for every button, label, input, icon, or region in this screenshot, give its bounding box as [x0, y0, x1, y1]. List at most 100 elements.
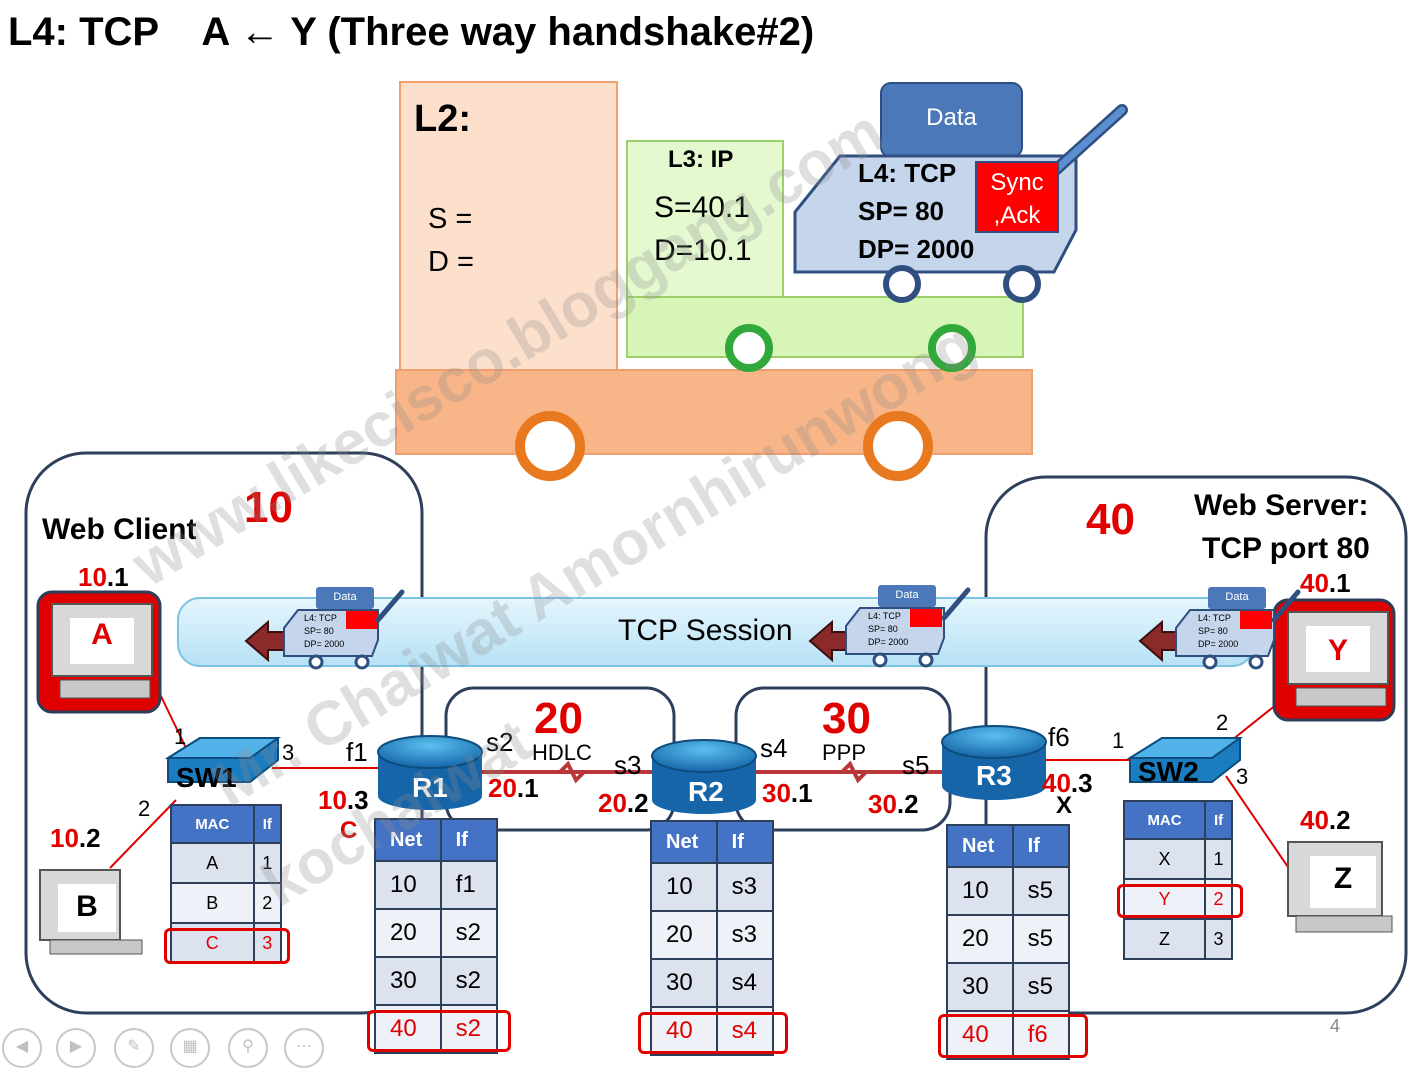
- if-cell: f1: [439, 860, 499, 910]
- r3-s5-address: 30.2: [868, 789, 919, 820]
- mini-l4: L4: TCP: [1198, 613, 1231, 623]
- host-y-name: Y: [1327, 634, 1348, 667]
- if-cell: 1: [252, 842, 283, 884]
- link-sw2-z: [1225, 775, 1291, 871]
- sw2-label: SW2: [1138, 756, 1199, 787]
- zoom-icon[interactable]: ⚲: [228, 1028, 268, 1068]
- mac-cell: Z: [1122, 918, 1207, 960]
- sw1-label: SW1: [176, 762, 237, 793]
- syn-ack-flag-text: Sync ,Ack: [976, 166, 1058, 232]
- if-header: If: [715, 820, 775, 864]
- mac-header: MAC: [1122, 800, 1207, 840]
- net-header: Net: [374, 818, 442, 862]
- net-header: Net: [650, 820, 718, 864]
- host-y-net: 40: [1300, 568, 1329, 598]
- cart-handle-icon: [1046, 106, 1126, 179]
- mini-data-label: Data: [895, 589, 919, 601]
- l4-wheel-icon: [883, 265, 921, 303]
- net-header: Net: [946, 824, 1014, 868]
- l2-frame-box: [399, 81, 618, 373]
- if-cell: s5: [1011, 866, 1071, 916]
- host-y-address: 40.1: [1300, 568, 1351, 599]
- more-icon[interactable]: ⋯: [284, 1028, 324, 1068]
- host-b-host: .2: [78, 823, 101, 853]
- sw2-port-2: 2: [1216, 710, 1229, 735]
- mini-data-label: Data: [1225, 591, 1249, 603]
- mac-cell: A: [170, 842, 255, 884]
- mini-dp: DP= 2000: [868, 637, 909, 647]
- flag-line-2: ,Ack: [993, 202, 1041, 229]
- syn-ack-flag: [975, 161, 1059, 233]
- mini-sp: SP= 80: [1198, 626, 1228, 636]
- if-cell: s5: [1011, 914, 1071, 964]
- r2-port-s4: s4: [760, 733, 788, 763]
- cart-wheel-icon: [928, 324, 976, 372]
- net-cell: 10: [946, 866, 1014, 916]
- sw1-highlight: [164, 928, 290, 964]
- l4-source-port: SP= 80: [858, 196, 945, 226]
- l3-label: L3: IP: [668, 146, 734, 173]
- network-30-label: 30: [822, 694, 871, 743]
- network-20-label: 20: [534, 694, 583, 743]
- web-server-port-label: TCP port 80: [1202, 532, 1370, 565]
- mini-sp: SP= 80: [868, 624, 898, 634]
- host-b-address: 10.2: [50, 823, 101, 854]
- r3-port-s5: s5: [902, 750, 930, 780]
- r3-highlight: [938, 1014, 1088, 1058]
- host-b-net: 10: [50, 823, 79, 853]
- l2-dst: D =: [428, 246, 474, 278]
- r2-highlight: [638, 1012, 788, 1054]
- switch-sw2-icon: [1126, 737, 1244, 783]
- l3-packet-box: [626, 140, 784, 302]
- l4-dest-port: DP= 2000: [858, 234, 975, 264]
- slide-title: L4: TCP A ← Y (Three way handshake#2): [8, 10, 815, 54]
- mac-cell: X: [1122, 838, 1207, 880]
- prev-icon[interactable]: ◀: [2, 1028, 42, 1068]
- r1-label: R1: [412, 772, 448, 803]
- network-40-label: 40: [1086, 495, 1135, 544]
- net-cell: 30: [374, 956, 442, 1006]
- next-icon[interactable]: ▶: [56, 1028, 96, 1068]
- if-header: If: [439, 818, 499, 862]
- if-cell: s3: [715, 862, 775, 912]
- router-r2-icon: [651, 739, 757, 814]
- link-b-sw1: [109, 799, 177, 869]
- net-cell: 40: [946, 1010, 1014, 1060]
- mini-packet-text: L4: TCP SP= 80 DP= 2000: [868, 610, 908, 649]
- sw2-port-3: 3: [1236, 764, 1249, 789]
- l2-label: L2:: [414, 98, 471, 140]
- if-cell: s2: [439, 908, 499, 958]
- mini-packet-icon: [845, 585, 971, 668]
- link-a-sw1: [157, 689, 187, 749]
- slides-icon[interactable]: ▦: [170, 1028, 210, 1068]
- data-label: Data: [926, 104, 977, 131]
- if-cell: 3: [1204, 918, 1233, 960]
- serial-zigzag-icon: [558, 760, 586, 784]
- sw1-port-2: 2: [138, 796, 151, 821]
- if-cell: s5: [1011, 962, 1071, 1012]
- net-cell: 20: [946, 914, 1014, 964]
- r1-s2-host: .1: [516, 773, 539, 803]
- mac-header: MAC: [170, 804, 255, 844]
- net-cell: 20: [374, 908, 442, 958]
- mini-dp: DP= 2000: [1198, 639, 1239, 649]
- pen-icon[interactable]: ✎: [114, 1028, 154, 1068]
- net-cell: 30: [946, 962, 1014, 1012]
- mini-dp: DP= 2000: [304, 639, 345, 649]
- if-cell: s2: [439, 956, 499, 1006]
- host-z-name: Z: [1333, 862, 1353, 895]
- truck-wheel-icon: [863, 411, 933, 481]
- mini-packet-icon: [283, 587, 405, 670]
- web-client-label: Web Client: [42, 513, 197, 546]
